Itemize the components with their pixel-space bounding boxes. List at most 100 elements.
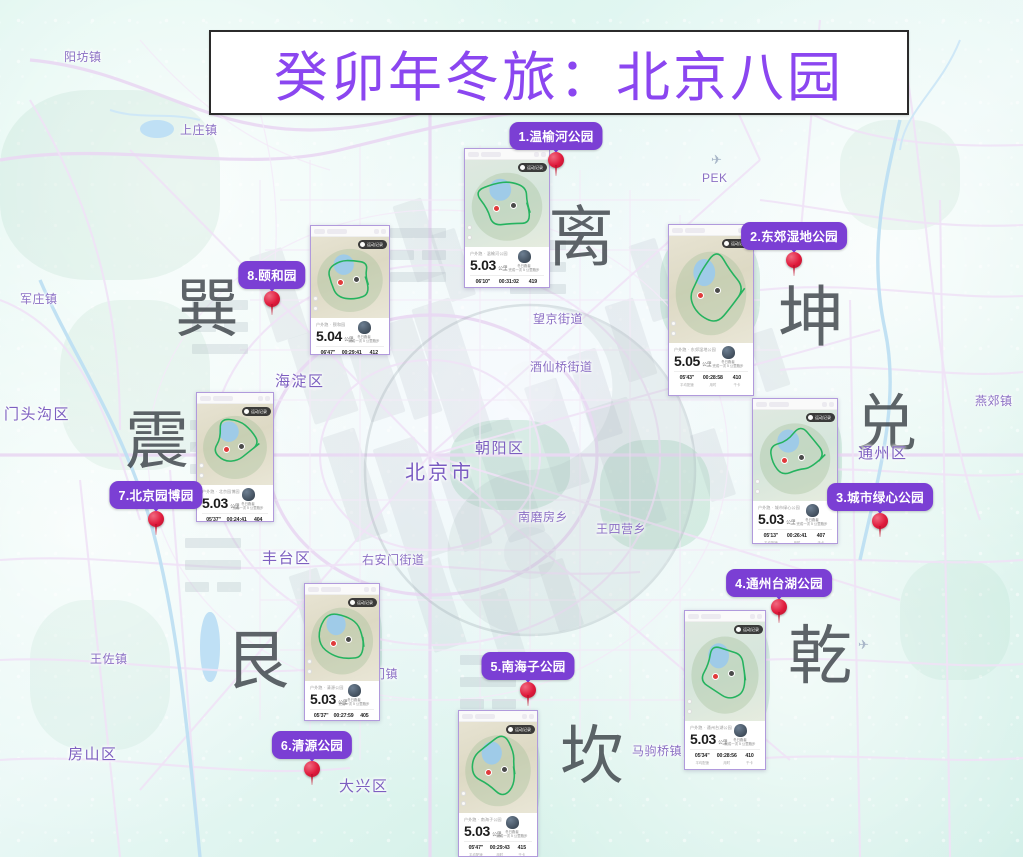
map-zoom-in-button[interactable] (467, 225, 472, 230)
map-zoom-out-button[interactable] (467, 235, 472, 240)
airport-icon: ✈ (711, 152, 722, 167)
stat-key: 平均配速 (764, 541, 778, 544)
card-more-icon[interactable] (265, 395, 270, 401)
bagua-char-坤: 坤 (778, 279, 844, 356)
card-back-chip[interactable] (314, 228, 325, 234)
route-end-dot (797, 453, 805, 461)
marker-tail-icon (265, 283, 279, 292)
card-subtitle: 户外跑 · 颐和园 (316, 322, 346, 327)
card-badge: 运动记录 (348, 598, 377, 607)
map-pin-icon[interactable] (520, 682, 536, 706)
card-back-chip[interactable] (688, 613, 699, 619)
bagua-char-乾: 乾 (788, 620, 852, 694)
card-more-icon[interactable] (529, 713, 534, 719)
map-zoom-out-button[interactable] (687, 709, 692, 714)
card-back-chip[interactable] (200, 395, 211, 401)
map-pin-icon[interactable] (148, 511, 164, 535)
map-pin-icon[interactable] (786, 252, 802, 276)
medal-subtitle: 完成一次 5 公里跑步 (496, 834, 528, 839)
card-more-icon[interactable] (371, 586, 376, 592)
map-zoom-out-button[interactable] (671, 331, 676, 336)
card-distance-unit: 公里 (718, 740, 728, 746)
marker-label[interactable]: 8.颐和园 (238, 261, 306, 289)
map-zoom-in-button[interactable] (461, 791, 466, 796)
map-zoom-in-button[interactable] (313, 296, 318, 301)
map-zoom-out-button[interactable] (199, 473, 204, 478)
card-share-icon[interactable] (534, 151, 539, 157)
bagua-char-兑: 兑 (855, 387, 918, 460)
medal-title: 冬日跑者 (241, 502, 255, 506)
stat-value: 00:29:41 (341, 350, 362, 355)
marker-label[interactable]: 6.清源公园 (271, 731, 353, 759)
map-zoom-out-button[interactable] (461, 801, 466, 806)
card-back-chip[interactable] (756, 401, 767, 407)
route-start-dot (485, 769, 493, 777)
card-more-icon[interactable] (541, 151, 546, 157)
card-more-icon[interactable] (829, 401, 834, 407)
card-route-map[interactable]: 运动记录 (753, 410, 837, 501)
card-route-map[interactable]: 运动记录 (305, 595, 379, 681)
stat-value: 415 (517, 845, 526, 851)
route-trace (471, 172, 543, 241)
map-zoom-out-button[interactable] (313, 306, 318, 311)
stat-cell: 05'47"平均配速 (464, 845, 488, 857)
card-back-chip[interactable] (308, 586, 319, 592)
card-share-icon[interactable] (822, 401, 827, 407)
card-title-chip (701, 613, 721, 619)
card-back-chip[interactable] (462, 713, 473, 719)
card-back-chip[interactable] (672, 227, 683, 233)
stat-cell: 419千卡 (522, 279, 544, 287)
card-back-chip[interactable] (468, 151, 479, 157)
route-start-dot (781, 457, 789, 465)
card-more-icon[interactable] (757, 613, 762, 619)
card-share-icon[interactable] (374, 228, 379, 234)
medal-icon (505, 816, 519, 829)
card-share-icon[interactable] (522, 713, 527, 719)
card-share-icon[interactable] (750, 613, 755, 619)
card-route-map[interactable]: 运动记录 (465, 160, 549, 247)
card-route-map[interactable]: 运动记录 (459, 722, 537, 813)
card-medal: 冬日跑者完成一次 5 公里跑步 (792, 504, 832, 527)
place-label-海淀区: 海淀区 (275, 373, 325, 390)
map-pin-icon[interactable] (771, 599, 787, 623)
map-zoom-out-button[interactable] (307, 669, 312, 674)
map-pin-icon[interactable] (872, 513, 888, 537)
card-share-icon[interactable] (364, 586, 369, 592)
map-pin-icon[interactable] (548, 152, 564, 176)
card-share-icon[interactable] (258, 395, 263, 401)
card-more-icon[interactable] (381, 228, 386, 234)
medal-icon (347, 684, 361, 697)
map-zoom-in-button[interactable] (307, 659, 312, 664)
card-share-icon[interactable] (738, 227, 743, 233)
card-subtitle: 户外跑 · 清源公园 (310, 685, 344, 690)
stat-cell: 412千卡 (364, 350, 384, 354)
stat-value: 05'34" (694, 753, 710, 759)
stat-key: 千卡 (522, 286, 544, 287)
map-zoom-in-button[interactable] (199, 463, 204, 468)
card-route-map[interactable]: 运动记录 (685, 622, 765, 721)
map-zoom-in-button[interactable] (671, 321, 676, 326)
card-route-map[interactable]: 运动记录 (669, 236, 753, 343)
map-zoom-out-button[interactable] (755, 489, 760, 494)
map-zoom-in-button[interactable] (687, 699, 692, 704)
card-route-map[interactable]: 运动记录 (311, 237, 389, 318)
map-zoom-in-button[interactable] (755, 479, 760, 484)
card-route-map[interactable]: 运动记录 (197, 404, 273, 485)
stat-key: 平均配速 (469, 853, 483, 857)
map-pin-icon[interactable] (264, 291, 280, 315)
map-pin-icon[interactable] (304, 761, 320, 785)
stat-value: 00:27:59 (333, 713, 354, 719)
route-trace (691, 636, 759, 714)
stat-cell: 05'43"平均配速 (674, 375, 700, 387)
